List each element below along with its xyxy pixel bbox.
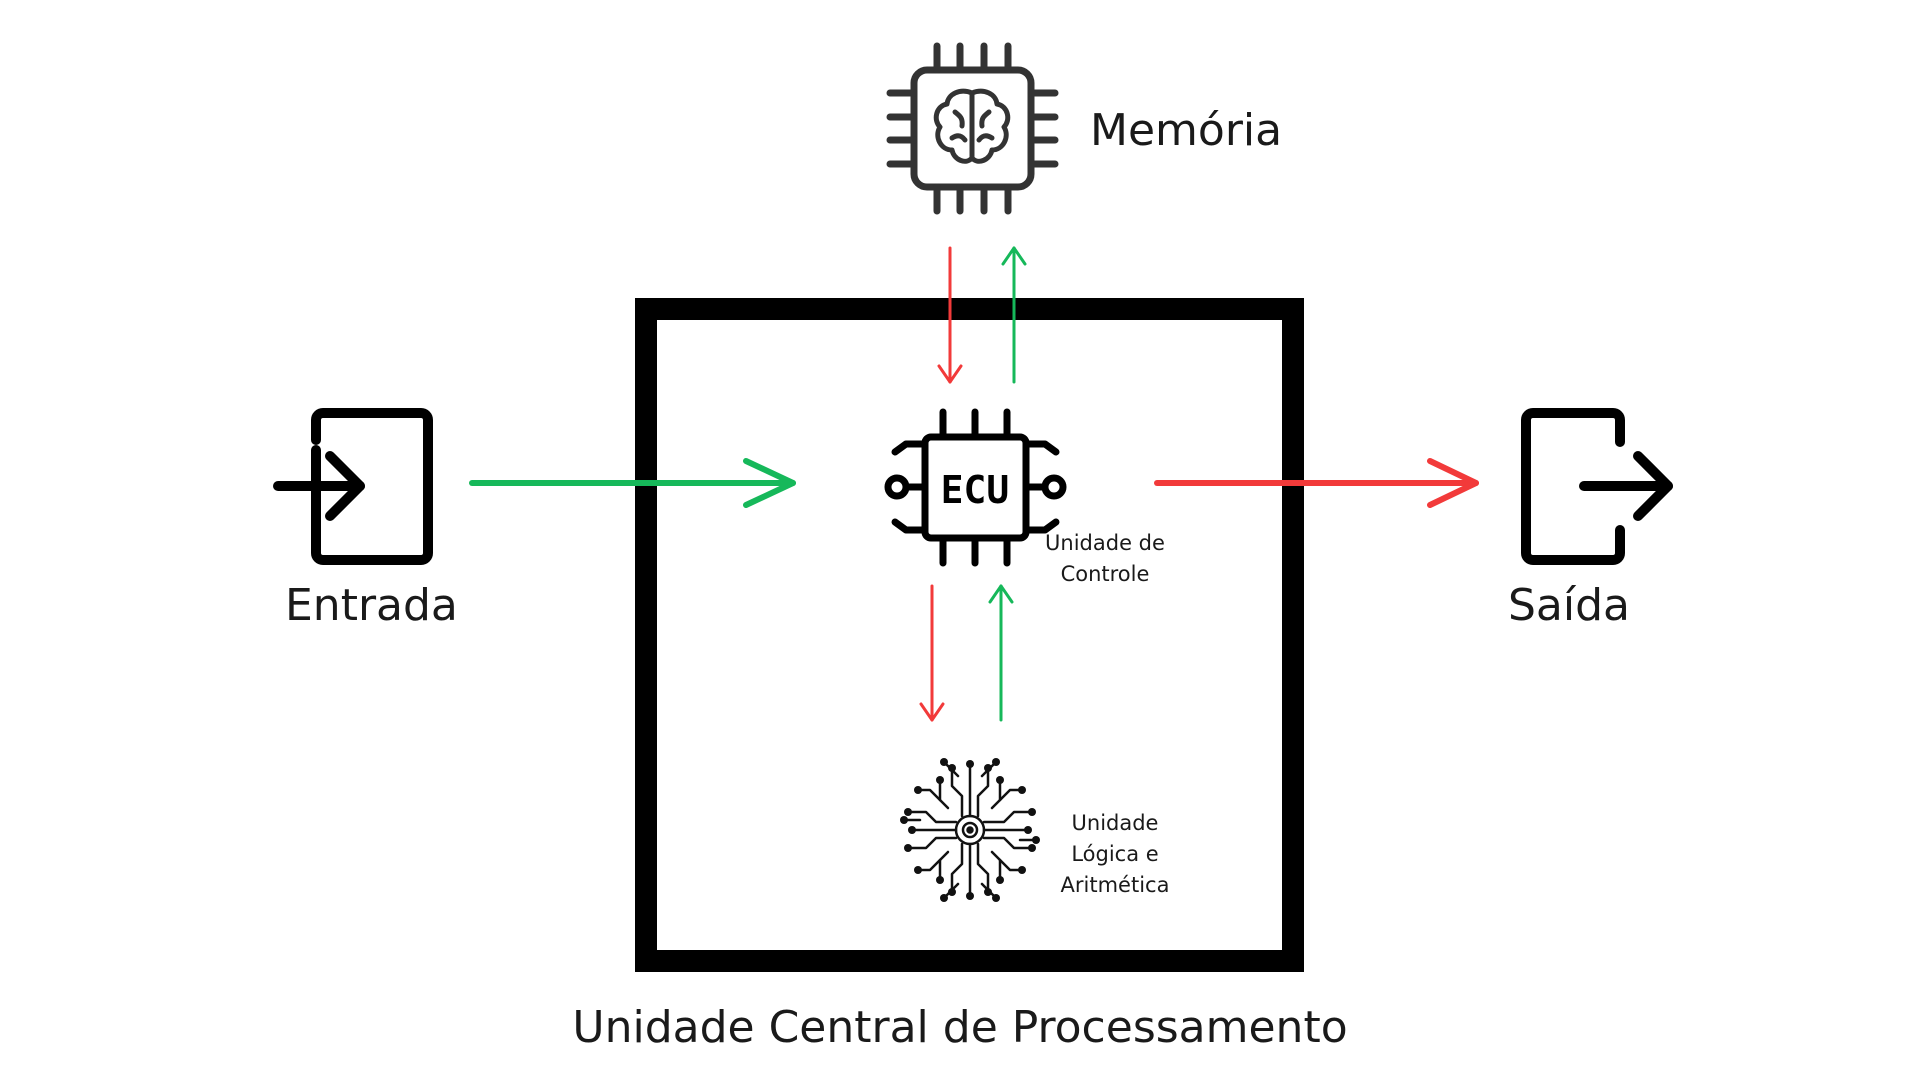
- output-label: Saída: [1508, 580, 1631, 631]
- control-to-alu-arrow: [919, 584, 945, 722]
- control-to-memory-arrow: [1001, 246, 1027, 384]
- cpu-label: Unidade Central de Processamento: [572, 1002, 1348, 1053]
- ecu-chip-text: ECU: [941, 468, 1010, 512]
- circuit-icon: [900, 758, 1040, 902]
- input-label: Entrada: [285, 580, 458, 631]
- control-unit-label: Unidade de Controle: [1045, 531, 1165, 586]
- control-to-output-arrow: [1154, 458, 1479, 508]
- alu-to-control-arrow: [988, 584, 1014, 722]
- memory-chip-icon: [886, 42, 1059, 215]
- alu-label: Unidade Lógica e Aritmética: [1060, 811, 1170, 897]
- memory-label: Memória: [1090, 105, 1283, 156]
- cpu-box: [635, 298, 1304, 972]
- input-to-control-arrow: [469, 458, 796, 508]
- sign-out-icon: [1521, 408, 1673, 565]
- ecu-chip-icon: ECU: [884, 408, 1067, 567]
- sign-in-icon: [273, 408, 433, 565]
- memory-to-control-arrow: [937, 246, 963, 384]
- brain-icon: [933, 88, 1011, 164]
